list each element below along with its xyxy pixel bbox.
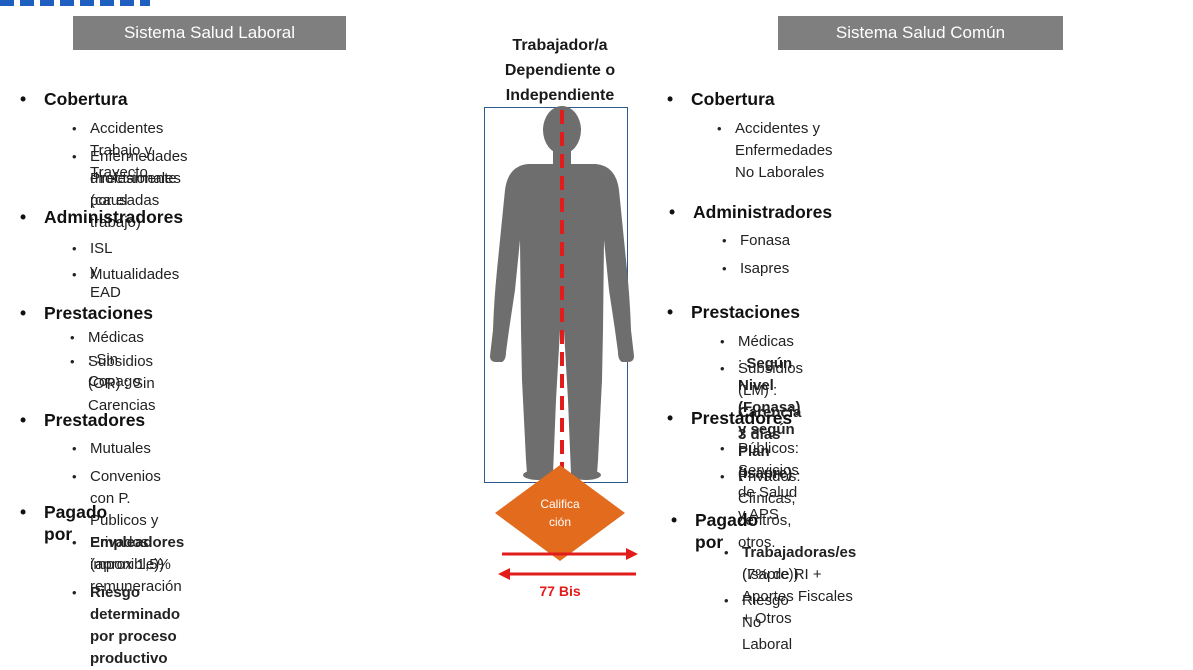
center-graphic: Califica ción 77 Bis	[490, 106, 638, 599]
right-system-header: Sistema Salud Común	[778, 16, 1063, 50]
right-cobertura-section: Cobertura	[667, 88, 775, 110]
left-pagado-section: Pagado por	[20, 501, 107, 545]
list-item: Isapres	[722, 258, 789, 280]
calificacion-diamond	[495, 465, 625, 561]
diamond-label-line2: ción	[549, 515, 571, 529]
arrow-right-head	[626, 548, 638, 560]
list-item: Accidentes y Enfermedades No Laborales	[717, 118, 832, 184]
section-title: Administradores	[20, 206, 183, 228]
section-title: Administradores	[669, 201, 832, 223]
silhouette-foot-right	[571, 470, 601, 480]
left-administradores-section: Administradores	[20, 206, 183, 228]
plain-text: Subsidios (LM) :	[738, 360, 804, 399]
left-prestadores-section: Prestadores	[20, 409, 145, 431]
list-item: Mutuales	[72, 438, 151, 460]
section-title: Pagado por	[671, 509, 758, 553]
section-title: Pagado por	[20, 501, 107, 545]
arrow-label: 77 Bis	[539, 583, 580, 599]
silhouette-head	[543, 106, 581, 154]
section-title: Prestadores	[667, 407, 792, 429]
diamond-label-line1: Califica	[540, 497, 580, 511]
right-prestadores-section: Prestadores	[667, 407, 792, 429]
left-system-header: Sistema Salud Laboral	[73, 16, 346, 50]
section-title: Cobertura	[667, 88, 775, 110]
section-title: Cobertura	[20, 88, 128, 110]
arrow-left-head	[498, 568, 510, 580]
list-item: Fonasa	[722, 230, 790, 252]
worker-title-line: Independiente	[505, 87, 615, 104]
list-item: Enfermedades Profesionales (causadas	[72, 146, 187, 212]
title-decoration	[0, 0, 150, 10]
left-cobertura-section: Cobertura	[20, 88, 128, 110]
right-administradores-section: Administradores	[669, 201, 832, 223]
section-title: Prestaciones	[20, 302, 153, 324]
section-title: Prestadores	[20, 409, 145, 431]
bold-text: Trabajadoras/es	[742, 544, 857, 561]
right-pagado-section: Pagado por	[671, 509, 758, 553]
list-item-continuation: imponible))	[90, 556, 165, 573]
list-item: Subsidios (LM) : Carencia 3 días	[720, 358, 804, 446]
worker-title-line: Dependiente o	[504, 62, 616, 79]
bold-text: Empleadores	[90, 534, 185, 551]
worker-title-line: Trabajador/a	[512, 37, 608, 54]
worker-title: Trabajador/a Dependiente o Independiente	[470, 33, 650, 108]
left-prestaciones-section: Prestaciones	[20, 302, 153, 324]
right-prestaciones-section: Prestaciones	[667, 301, 800, 323]
list-item-continuation: (Isapre))	[742, 566, 799, 583]
list-item: Mutualidades	[72, 264, 179, 286]
list-item: Riesgo No Laboral	[724, 590, 792, 656]
section-title: Prestaciones	[667, 301, 800, 323]
